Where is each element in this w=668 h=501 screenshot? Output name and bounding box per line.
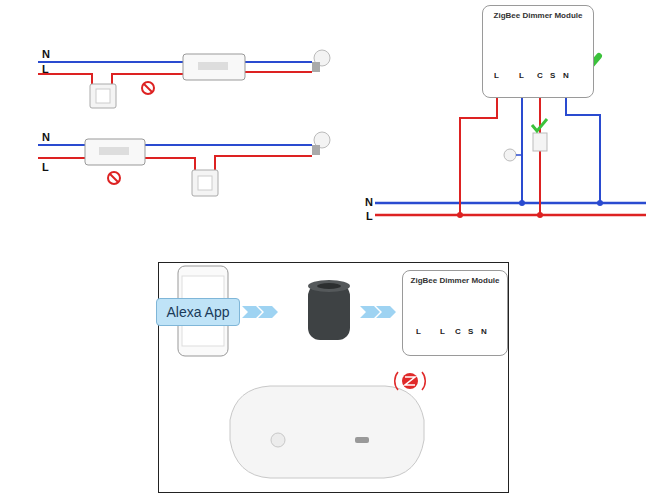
dimmer-module: ZigBee Dimmer Module bbox=[482, 5, 594, 98]
terminal-label: C bbox=[455, 328, 461, 336]
terminal-label: N bbox=[481, 328, 487, 336]
terminal-label: C bbox=[537, 72, 543, 80]
wiring-diagram-1 bbox=[38, 50, 330, 108]
wire-label: L bbox=[366, 211, 373, 222]
terminal-label: L bbox=[440, 328, 445, 336]
terminal-label: L bbox=[416, 328, 421, 336]
module-title: ZigBee Dimmer Module bbox=[403, 271, 507, 285]
wire-label: L bbox=[42, 64, 49, 75]
app-label-box: Alexa App bbox=[156, 298, 239, 326]
app-name: Alexa App bbox=[160, 300, 235, 324]
system-panel bbox=[159, 263, 509, 493]
terminal-label: S bbox=[468, 328, 473, 336]
wire-label: N bbox=[42, 49, 50, 60]
wire-label: L bbox=[42, 162, 49, 173]
wire-label: N bbox=[365, 197, 373, 208]
wire-label: N bbox=[42, 132, 50, 143]
dimmer-module: ZigBee Dimmer Module bbox=[402, 270, 508, 356]
terminal-label: N bbox=[563, 72, 569, 80]
terminal-label: L bbox=[519, 72, 524, 80]
terminal-label: S bbox=[550, 72, 555, 80]
wiring-diagram-2 bbox=[38, 132, 330, 196]
module-title: ZigBee Dimmer Module bbox=[483, 6, 593, 20]
terminal-label: L bbox=[494, 72, 499, 80]
